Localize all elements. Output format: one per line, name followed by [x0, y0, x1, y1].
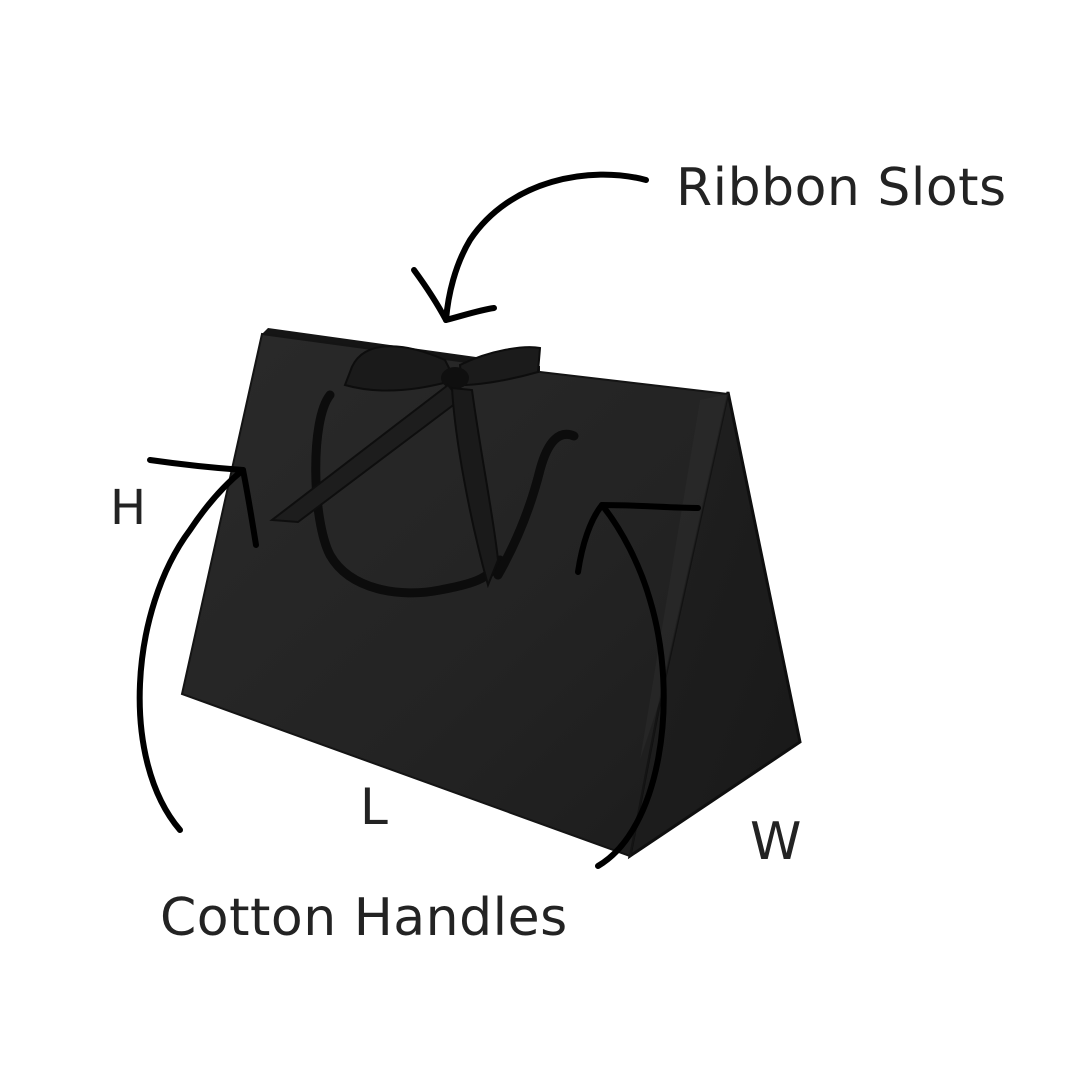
length-dimension-label: L	[360, 778, 388, 836]
cotton-handle-right	[493, 430, 579, 580]
width-dimension-label: W	[750, 812, 802, 872]
arrow-cotton-handle-right-icon	[575, 502, 701, 869]
ribbon-slots-label: Ribbon Slots	[676, 158, 1007, 218]
arrow-ribbon-slots-icon	[411, 171, 649, 323]
arrow-cotton-handle-left-icon	[136, 457, 259, 833]
cotton-handles-label: Cotton Handles	[160, 888, 568, 948]
cotton-handle-left	[311, 390, 505, 598]
ribbon-bow	[269, 345, 542, 589]
height-dimension-label: H	[110, 480, 147, 536]
